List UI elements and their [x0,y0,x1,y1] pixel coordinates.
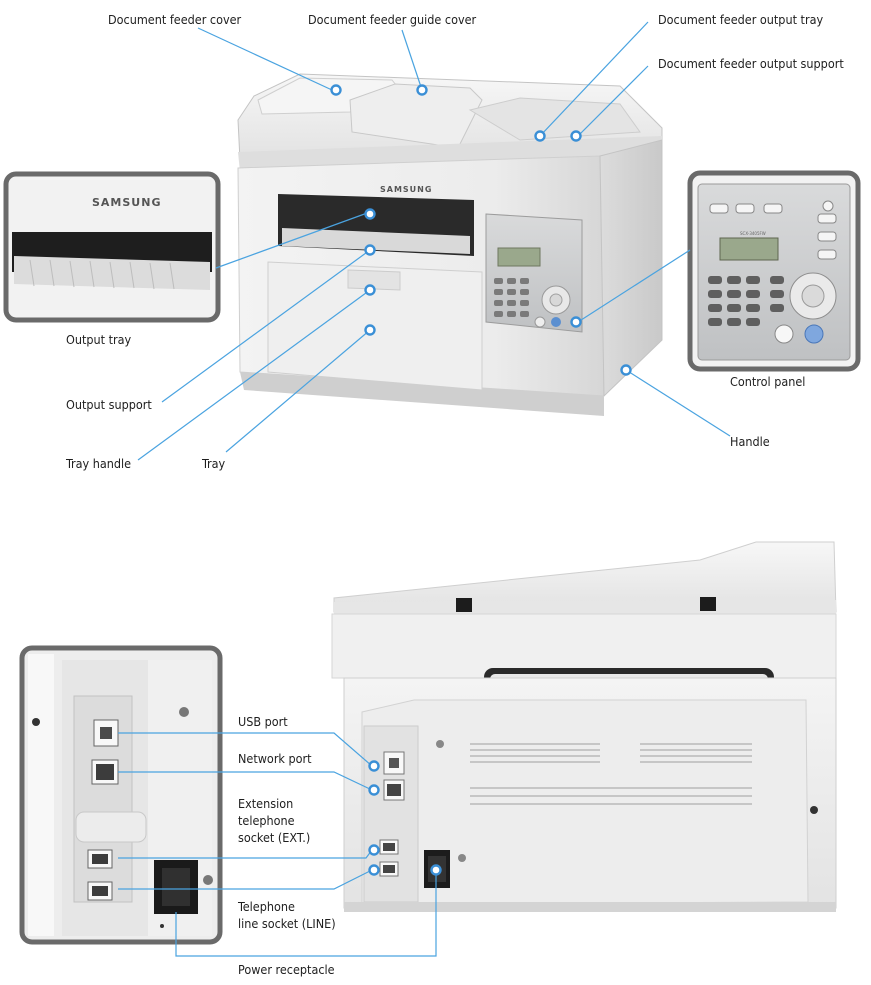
label-network-port: Network port [238,751,312,766]
label-telephone-line-socket: Telephone line socket (LINE) [238,899,336,931]
label-output-tray: Output tray [66,332,132,347]
model-text: SCX-3405FW [740,231,766,236]
callout-lines [118,21,731,957]
label-handle: Handle [730,434,770,449]
label-usb-port: USB port [238,714,288,729]
label-power-receptacle: Power receptacle [238,962,335,977]
brand-label-inset: SAMSUNG [92,196,161,209]
label-document-feeder-output-support: Document feeder output support [658,56,844,71]
label-output-support: Output support [66,397,152,412]
label-tray-handle: Tray handle [66,456,132,471]
label-document-feeder-output-tray: Document feeder output tray [658,12,824,27]
brand-label-front: SAMSUNG [380,185,432,194]
label-document-feeder-cover: Document feeder cover [108,12,242,27]
printer-front-view: SAMSUNG [237,73,663,416]
label-extension-socket: Extension telephone socket (EXT.) [238,796,311,845]
output-tray-inset: SAMSUNG [3,171,221,323]
printer-rear-view [331,541,837,912]
rear-ports-inset [19,645,223,945]
label-control-panel: Control panel [730,374,806,389]
control-panel-inset: SCX-3405FW [687,170,861,372]
callout-dot [330,84,632,876]
label-document-feeder-guide-cover: Document feeder guide cover [308,12,477,27]
label-tray: Tray [202,456,226,471]
callout-dots [330,84,632,876]
